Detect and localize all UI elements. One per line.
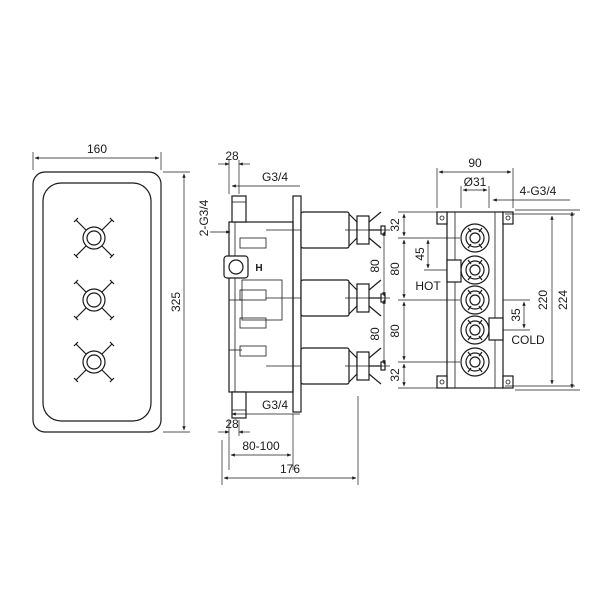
rear-tab-bottom-right [502, 375, 514, 389]
side-wall-plate [292, 195, 302, 413]
side-hot-port [223, 255, 249, 279]
front-width-label: 160 [87, 142, 107, 156]
rear-thread-label: 4-G3/4 [520, 184, 557, 198]
side-spacing-upper-label: 80 [368, 259, 382, 273]
front-handle-middle-icon [73, 279, 115, 321]
rear-cold-offset-label: 35 [509, 308, 523, 322]
side-bottom-outlet [231, 391, 247, 419]
rear-tab-bottom-left [436, 375, 448, 389]
side-top-inlet [231, 195, 247, 223]
front-faceplate-outer [32, 171, 162, 433]
side-spacing-lower-label: 80 [368, 327, 382, 341]
side-hot-mark: H [255, 263, 262, 274]
side-thread-side-label: 2-G3/4 [197, 199, 211, 236]
rear-port-upper-icon [460, 255, 490, 285]
rear-port-top-icon [460, 223, 490, 253]
side-valve-body [228, 221, 294, 393]
front-handle-top-icon [73, 217, 115, 259]
rear-cold-block [488, 317, 504, 341]
rear-diameter-label: Ø31 [464, 175, 487, 189]
rear-hot-label: HOT [415, 279, 441, 293]
side-thread-top-label: G3/4 [262, 170, 288, 184]
rear-hot-block [446, 259, 462, 283]
front-faceplate-inner [42, 182, 152, 422]
front-height-label: 325 [169, 292, 183, 312]
rear-view: 90 Ø31 4-G3/4 32 80 80 32 45 HOT 35 COLD [388, 156, 580, 391]
side-total-depth-label: 176 [280, 462, 300, 476]
rear-upper-spacing-label: 80 [388, 262, 402, 276]
rear-outer-height-label: 224 [556, 290, 570, 310]
side-thread-bottom-label: G3/4 [262, 398, 288, 412]
rear-tab-top-left [436, 211, 448, 225]
side-view: H 28 G3/4 2-G3/4 80 80 [197, 149, 390, 485]
side-offset-top-label: 28 [225, 149, 239, 163]
rear-top-margin-label: 32 [388, 218, 402, 232]
rear-tab-top-right [502, 211, 514, 225]
rear-hot-offset-label: 45 [413, 247, 427, 261]
rear-inner-height-label: 220 [536, 290, 550, 310]
rear-port-bottom-icon [460, 347, 490, 377]
rear-port-lower-icon [460, 315, 490, 345]
rear-bottom-margin-label: 32 [388, 368, 402, 382]
front-handle-bottom-icon [73, 341, 115, 383]
rear-width-label: 90 [468, 156, 482, 170]
side-depth-range-label: 80-100 [242, 439, 280, 453]
rear-lower-spacing-label: 80 [388, 324, 402, 338]
rear-cold-label: COLD [511, 333, 545, 347]
rear-port-center-icon [460, 285, 490, 315]
side-offset-bottom-label: 28 [225, 417, 239, 431]
front-view: 160 325 [32, 142, 190, 433]
